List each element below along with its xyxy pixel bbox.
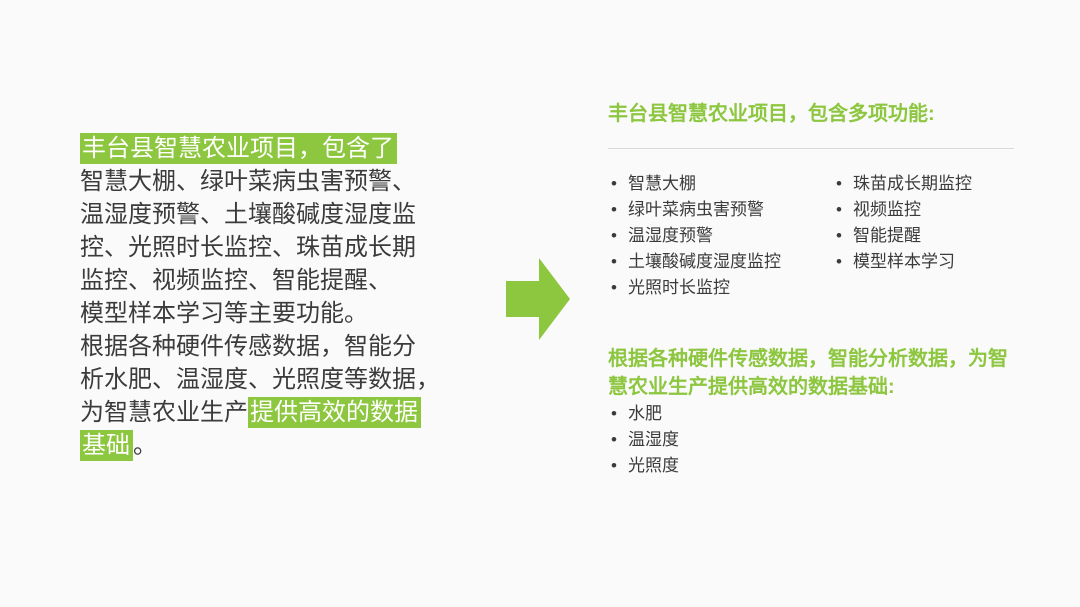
plain-text: 温湿度预警、土壤酸碱度湿度监	[80, 201, 416, 228]
list-item: 视频监控	[833, 197, 1014, 223]
plain-text: 析水肥、温湿度、光照度等数据，	[80, 366, 440, 393]
paragraph-line: 基础。	[80, 429, 530, 462]
features-column-2: 珠苗成长期监控视频监控智能提醒模型样本学习	[833, 171, 1014, 301]
list-item: 光照时长监控	[608, 275, 833, 301]
list-item: 珠苗成长期监控	[833, 171, 1014, 197]
plain-text: 控、光照时长监控、珠苗成长期	[80, 234, 416, 261]
paragraph-line: 为智慧农业生产提供高效的数据	[80, 396, 530, 429]
list-item: 模型样本学习	[833, 249, 1014, 275]
paragraph-line: 模型样本学习等主要功能。	[80, 297, 530, 330]
transform-arrow-icon	[506, 258, 570, 340]
plain-text: 智慧大棚、绿叶菜病虫害预警、	[80, 168, 416, 195]
section-divider	[608, 148, 1014, 149]
list-item: 温湿度	[608, 427, 1014, 453]
list-item: 绿叶菜病虫害预警	[608, 197, 833, 223]
features-list-2: 珠苗成长期监控视频监控智能提醒模型样本学习	[833, 171, 1014, 275]
paragraph-line: 根据各种硬件传感数据，智能分	[80, 330, 530, 363]
paragraph-line: 监控、视频监控、智能提醒、	[80, 264, 530, 297]
paragraph-line: 丰台县智慧农业项目，包含了	[80, 132, 530, 165]
features-heading: 丰台县智慧农业项目，包含多项功能:	[608, 103, 935, 125]
list-item: 土壤酸碱度湿度监控	[608, 249, 833, 275]
right-panel: 丰台县智慧农业项目，包含多项功能: 智慧大棚绿叶菜病虫害预警温湿度预警土壤酸碱度…	[608, 100, 1014, 479]
paragraph-line: 控、光照时长监控、珠苗成长期	[80, 231, 530, 264]
list-item: 光照度	[608, 453, 1014, 479]
list-item: 智能提醒	[833, 223, 1014, 249]
plain-text: 根据各种硬件传感数据，智能分	[80, 333, 416, 360]
features-column-1: 智慧大棚绿叶菜病虫害预警温湿度预警土壤酸碱度湿度监控光照时长监控	[608, 171, 833, 301]
data-list: 水肥温湿度光照度	[608, 401, 1014, 479]
highlighted-text: 丰台县智慧农业项目，包含了	[80, 133, 397, 164]
paragraph-line: 温湿度预警、土壤酸碱度湿度监	[80, 198, 530, 231]
plain-text: 模型样本学习等主要功能。	[80, 300, 368, 327]
list-item: 智慧大棚	[608, 171, 833, 197]
features-list-1: 智慧大棚绿叶菜病虫害预警温湿度预警土壤酸碱度湿度监控光照时长监控	[608, 171, 833, 301]
highlighted-text: 提供高效的数据	[248, 397, 421, 428]
plain-text: 监控、视频监控、智能提醒、	[80, 267, 392, 294]
list-item: 水肥	[608, 401, 1014, 427]
data-heading: 根据各种硬件传感数据，智能分析数据，为智慧农业生产提供高效的数据基础:	[608, 348, 1008, 398]
highlighted-text: 基础	[80, 430, 133, 461]
paragraph-line: 析水肥、温湿度、光照度等数据，	[80, 363, 530, 396]
paragraph-line: 智慧大棚、绿叶菜病虫害预警、	[80, 165, 530, 198]
features-columns: 智慧大棚绿叶菜病虫害预警温湿度预警土壤酸碱度湿度监控光照时长监控 珠苗成长期监控…	[608, 171, 1014, 301]
list-item: 温湿度预警	[608, 223, 833, 249]
left-paragraph: 丰台县智慧农业项目，包含了智慧大棚、绿叶菜病虫害预警、温湿度预警、土壤酸碱度湿度…	[80, 132, 530, 462]
plain-text: 为智慧农业生产	[80, 399, 248, 426]
plain-text: 。	[133, 432, 157, 459]
